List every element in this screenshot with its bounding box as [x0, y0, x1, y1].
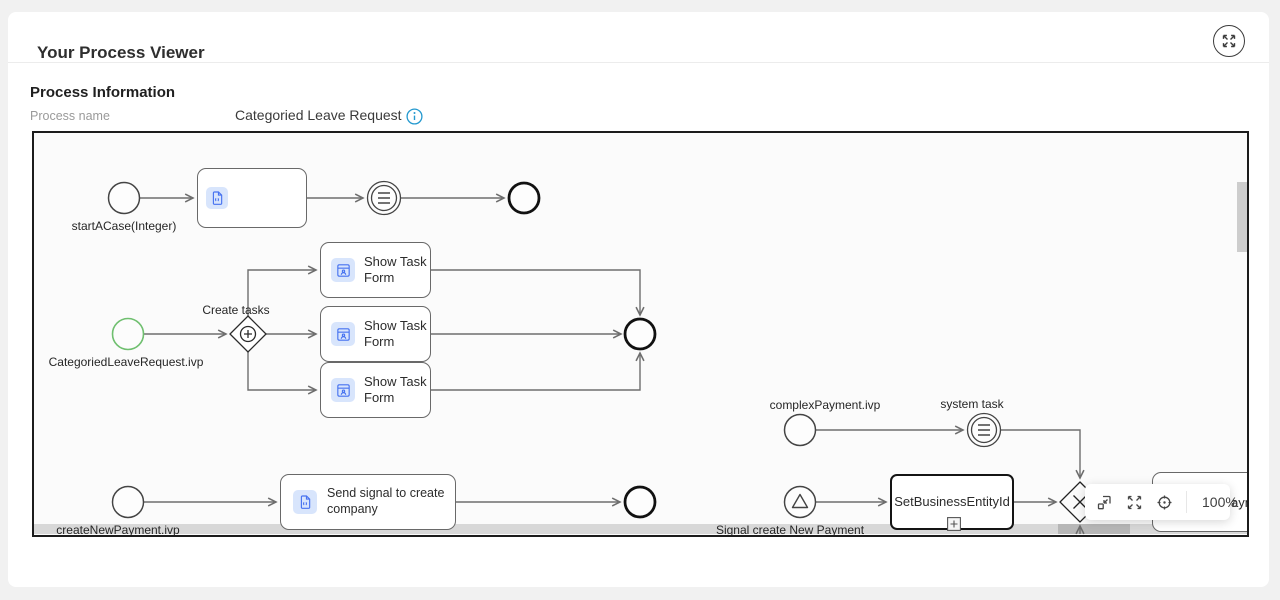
event-label: system task [940, 397, 1004, 411]
subprocess-expand-icon[interactable] [947, 517, 961, 531]
end-event-1[interactable] [507, 181, 541, 215]
process-diagram-canvas[interactable]: Show Task Form Show Task Form Show Task … [32, 131, 1249, 537]
task-show-task-form-1[interactable]: Show Task Form [320, 242, 431, 298]
task-label: Send signal to create company [327, 486, 445, 516]
task-label: Show Task Form [364, 317, 427, 349]
actual-size-icon[interactable] [1126, 494, 1143, 511]
script-file-icon [293, 490, 317, 514]
header-divider [8, 62, 1269, 63]
signal-event-label: Signal create New Payment [715, 523, 865, 537]
zoom-level: 100% [1202, 494, 1238, 510]
user-form-icon [331, 258, 355, 282]
start-event-leave-request[interactable] [111, 317, 145, 351]
start-event-label: complexPayment.ivp [769, 398, 881, 412]
task-label: Show Task Form [364, 373, 427, 405]
script-file-icon [206, 187, 228, 209]
start-event-label: startACase(Integer) [71, 219, 177, 233]
end-event-3[interactable] [623, 485, 657, 519]
end-event-2[interactable] [623, 317, 657, 351]
gateway-label: Create tasks [202, 303, 270, 317]
task-send-signal[interactable]: Send signal to create company [280, 474, 456, 530]
process-viewer-card: Your Process Viewer Process Information … [8, 12, 1269, 587]
start-event-complex-payment[interactable] [783, 413, 817, 447]
signal-event-create-new-payment[interactable] [783, 485, 817, 519]
vertical-scrollbar-thumb[interactable] [1237, 182, 1247, 252]
gateway-create-tasks[interactable] [229, 315, 267, 353]
info-icon[interactable] [406, 108, 423, 125]
bpmn-edges-layer [107, 180, 1101, 535]
page-title: Your Process Viewer [37, 43, 205, 62]
section-title: Process Information [30, 84, 176, 101]
start-event-create-new-payment[interactable] [111, 485, 145, 519]
start-event-start-a-case[interactable] [107, 181, 141, 215]
process-name-value: Categoried Leave Request [235, 107, 402, 123]
viewer-toolbar: 100% [1085, 484, 1238, 520]
sequence-flows [140, 198, 1080, 534]
toolbar-divider [1186, 491, 1187, 513]
process-name-label: Process name [30, 109, 110, 123]
task-label: SetBusinessEntityId [894, 493, 1010, 509]
start-event-label: createNewPayment.ivp [56, 523, 180, 537]
user-form-icon [331, 322, 355, 346]
start-event-label: CategoriedLeaveRequest.ivp [48, 355, 204, 369]
task-script-unnamed[interactable] [197, 168, 307, 228]
horizontal-scrollbar-thumb[interactable] [1058, 524, 1130, 534]
intermediate-task-event-system-task[interactable] [966, 412, 1002, 448]
fit-to-screen-icon[interactable] [1096, 494, 1113, 511]
intermediate-task-event-1[interactable] [366, 180, 402, 216]
fullscreen-button[interactable] [1213, 25, 1245, 57]
fullscreen-icon [1221, 33, 1237, 49]
horizontal-scrollbar[interactable] [34, 524, 1247, 534]
task-label: Show Task Form [364, 253, 427, 285]
task-show-task-form-2[interactable]: Show Task Form [320, 306, 431, 362]
user-form-icon [331, 378, 355, 402]
task-show-task-form-3[interactable]: Show Task Form [320, 362, 431, 418]
center-origin-icon[interactable] [1156, 494, 1173, 511]
task-set-business-entity-id[interactable]: SetBusinessEntityId [890, 474, 1014, 531]
task-label-fragment: aym [1231, 495, 1247, 510]
